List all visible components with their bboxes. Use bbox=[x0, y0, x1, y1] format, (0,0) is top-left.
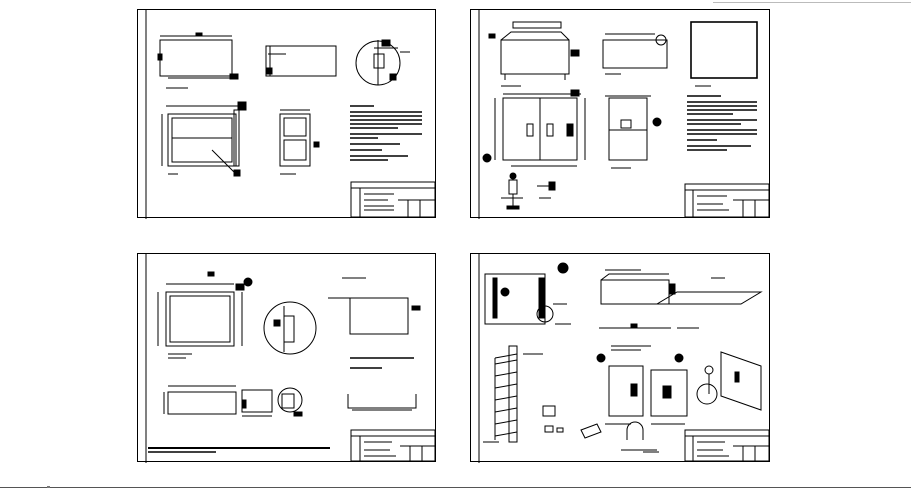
plate-perspective bbox=[655, 291, 763, 305]
sheet-1-drawing bbox=[145, 10, 436, 219]
drawing-sheet-1[interactable] bbox=[137, 9, 436, 219]
cabinet-side-frame bbox=[279, 113, 311, 167]
sheet-2-drawing bbox=[478, 10, 770, 219]
sheet-4-drawing bbox=[478, 254, 770, 463]
status-mark bbox=[47, 486, 50, 488]
page-top-rule bbox=[713, 2, 911, 3]
cabinet-front-elevation bbox=[159, 39, 233, 77]
cabinet-side-elevation bbox=[265, 45, 337, 77]
detail-circle bbox=[263, 301, 317, 355]
drawing-sheet-4[interactable] bbox=[470, 253, 770, 463]
sheet-3-drawing bbox=[145, 254, 436, 463]
panel-frame bbox=[690, 21, 758, 79]
panel-front-view bbox=[165, 291, 235, 347]
door-perspective bbox=[720, 351, 762, 411]
drawing-sheet-2[interactable] bbox=[470, 9, 770, 219]
drawing-sheet-3[interactable] bbox=[137, 253, 436, 463]
cabinet-front-view bbox=[167, 113, 237, 167]
page-bottom-rule bbox=[0, 487, 911, 488]
